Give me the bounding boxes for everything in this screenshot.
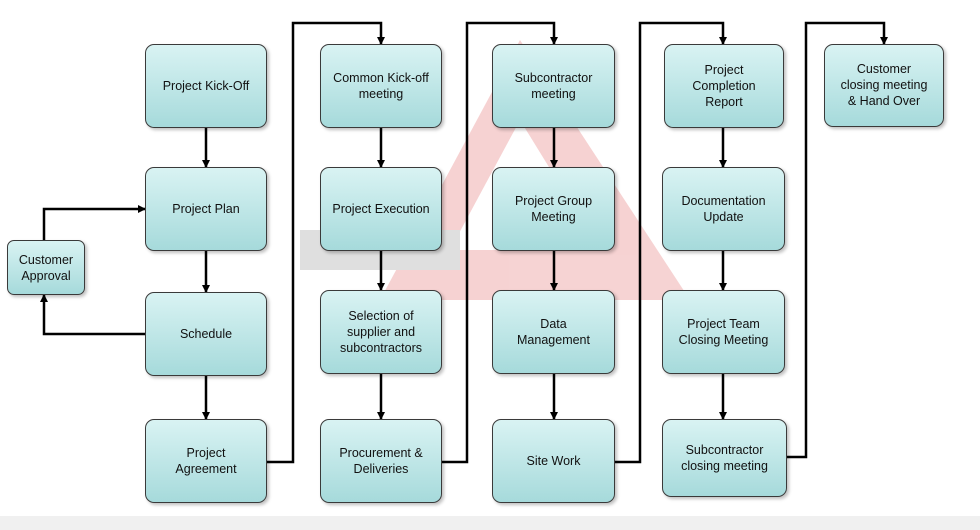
node-schedule: Schedule — [145, 292, 267, 376]
arrow-schedule-approval — [40, 294, 145, 336]
arrow-procurement-subcontractor — [442, 21, 558, 464]
node-procurement-deliveries: Procurement &Deliveries — [320, 419, 442, 503]
bottom-bar — [0, 516, 980, 530]
node-site-work: Site Work — [492, 419, 615, 503]
node-project-plan: Project Plan — [145, 167, 267, 251]
arrow-agreement-common-kickoff — [267, 21, 385, 464]
arrow-approval-plan — [42, 205, 146, 240]
arrow-sitework-completion — [615, 21, 727, 464]
node-project-kickoff: Project Kick-Off — [145, 44, 267, 128]
arrow-subclosing-customerclosing — [787, 21, 888, 459]
node-project-execution: Project Execution — [320, 167, 442, 251]
